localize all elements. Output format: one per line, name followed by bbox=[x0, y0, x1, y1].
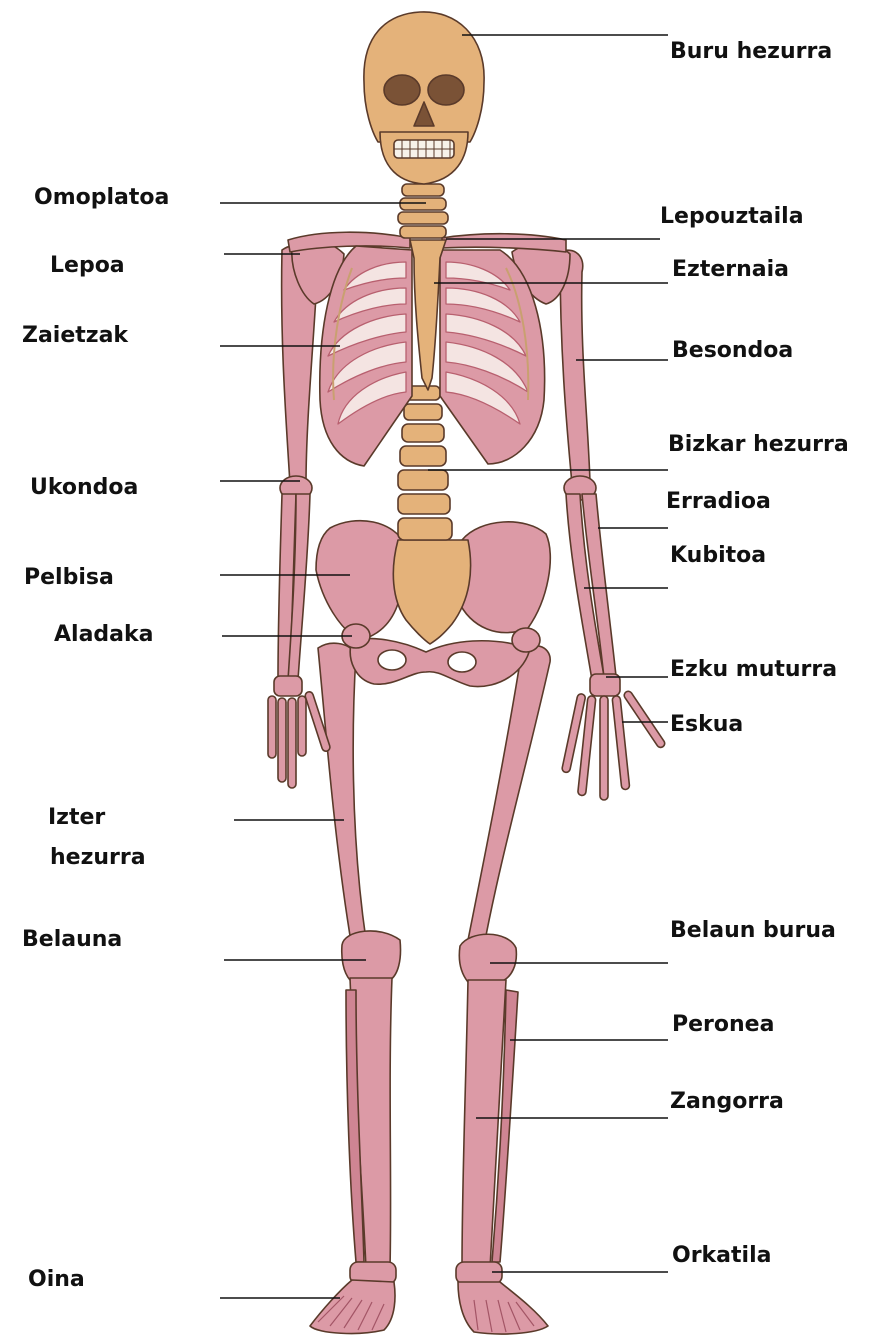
label-ezku-muturra: Ezku muturra bbox=[670, 656, 837, 684]
right-ankle bbox=[456, 1262, 502, 1284]
label-orkatila: Orkatila bbox=[672, 1242, 771, 1270]
left-knee bbox=[342, 931, 401, 980]
label-belaun-burua: Belaun burua bbox=[670, 917, 836, 945]
pubis bbox=[350, 639, 530, 687]
right-hand bbox=[561, 690, 666, 800]
label-peronea: Peronea bbox=[672, 1011, 774, 1039]
right-foot bbox=[458, 1282, 548, 1334]
left-ilium bbox=[316, 521, 406, 640]
left-femur bbox=[318, 643, 366, 948]
leg-bones bbox=[310, 643, 550, 1334]
label-besondoa: Besondoa bbox=[672, 337, 793, 365]
label-bizkar-hezurra: Bizkar hezurra bbox=[668, 431, 849, 459]
right-eye-socket bbox=[428, 75, 464, 105]
skull bbox=[364, 12, 484, 184]
cervical-spine bbox=[398, 184, 448, 238]
spine bbox=[398, 386, 452, 540]
label-kubitoa: Kubitoa bbox=[670, 542, 766, 570]
left-obturator bbox=[378, 650, 406, 670]
label-zangorra: Zangorra bbox=[670, 1088, 784, 1116]
label-pelbisa: Pelbisa bbox=[24, 564, 114, 592]
pelvis-bones bbox=[316, 521, 550, 687]
label-oina: Oina bbox=[28, 1266, 85, 1294]
label-lepouztaila: Lepouztaila bbox=[660, 203, 804, 231]
label-eskua: Eskua bbox=[670, 711, 743, 739]
label-omoplatoa: Omoplatoa bbox=[34, 184, 169, 212]
label-erradioa: Erradioa bbox=[666, 488, 771, 516]
label-ukondoa: Ukondoa bbox=[30, 474, 138, 502]
label-buru-hezurra: Buru hezurra bbox=[670, 38, 832, 66]
label-aladaka: Aladaka bbox=[54, 621, 153, 649]
left-wrist bbox=[274, 676, 302, 696]
label-belauna: Belauna bbox=[22, 926, 122, 954]
skeleton bbox=[268, 12, 666, 1334]
label-ezternaia: Ezternaia bbox=[672, 256, 789, 284]
right-knee bbox=[459, 934, 516, 982]
right-obturator bbox=[448, 652, 476, 672]
right-hip-joint bbox=[512, 628, 540, 652]
label-izter-hezurra-line1: Izter bbox=[48, 804, 105, 832]
left-hand bbox=[268, 691, 331, 788]
label-lepoa: Lepoa bbox=[50, 252, 125, 280]
sacrum bbox=[393, 540, 470, 644]
right-ilium bbox=[458, 522, 550, 633]
label-zaietzak: Zaietzak bbox=[22, 322, 128, 350]
label-izter-hezurra-line2: hezurra bbox=[50, 844, 146, 872]
right-femur bbox=[468, 646, 550, 946]
left-eye-socket bbox=[384, 75, 420, 105]
